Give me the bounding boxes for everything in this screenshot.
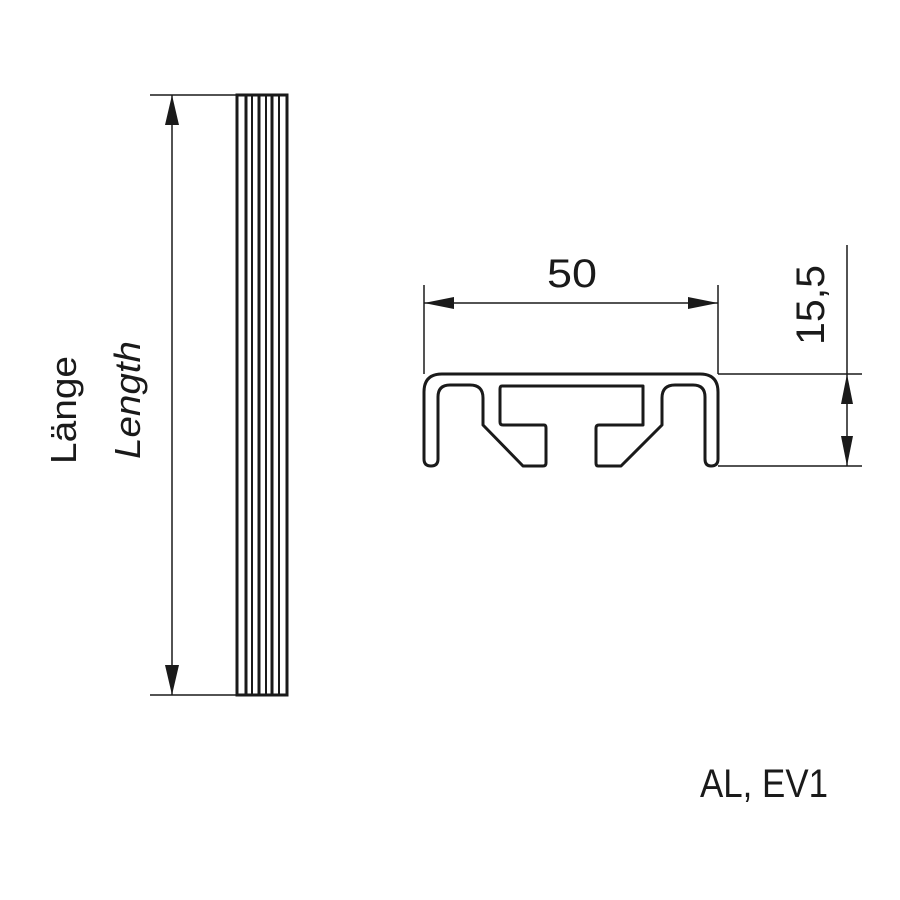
length-dimension: [150, 94, 237, 696]
width-value: 50: [547, 252, 597, 296]
arrow-up-icon: [841, 374, 853, 404]
arrow-down-icon: [841, 436, 853, 466]
rail-profile: [422, 372, 720, 468]
length-label-en: Length: [107, 341, 148, 459]
material-note: AL, EV1: [700, 762, 828, 806]
height-dimension: [718, 245, 862, 467]
height-value: 15,5: [789, 265, 833, 345]
length-label-de: Länge: [43, 356, 84, 464]
width-dimension: [423, 285, 719, 374]
arrow-right-icon: [688, 297, 718, 309]
arrow-down-icon: [165, 665, 179, 695]
rail-side-view: [235, 93, 289, 697]
arrow-left-icon: [424, 297, 454, 309]
arrow-up-icon: [165, 95, 179, 125]
